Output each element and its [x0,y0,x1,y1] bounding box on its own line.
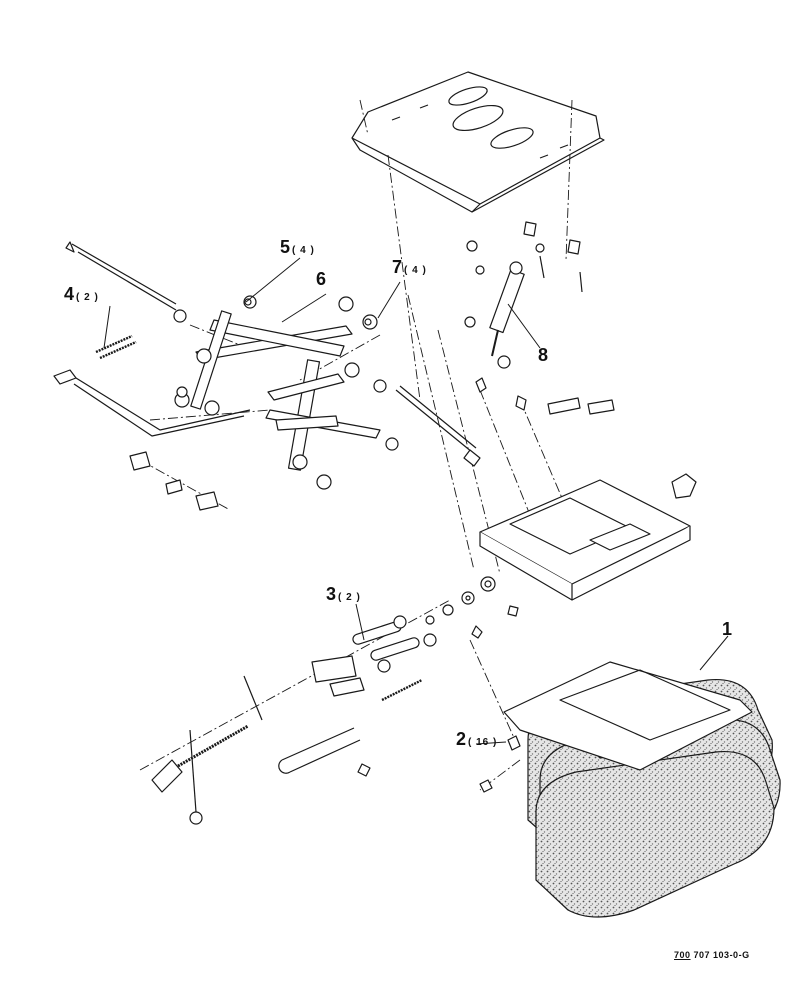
drawing-number-rest: 707 103-0-G [690,950,750,960]
bushings [174,295,399,490]
callout-5: 5( 4 ) [280,237,315,257]
tension-springs-3 [311,615,437,702]
seat-cushion-1 [479,661,781,918]
drawing-number: 700 707 103-0-G [674,950,750,960]
scissor-frame-6 [190,310,381,471]
tension-springs-4 [95,334,137,360]
control-cable [151,675,371,825]
adjustment-rod-lower [53,369,251,437]
mounting-hardware [466,221,615,415]
seat-top-plate [351,71,605,213]
washers [425,576,519,639]
callout-2: 2( 16 ) [456,729,498,749]
callout-4: 4( 2 ) [64,284,99,304]
callout-7: 7( 4 ) [392,257,427,277]
frame-brackets [129,451,219,511]
pivot-rod-center [395,385,481,467]
callout-8: 8 [538,345,549,365]
callout-1: 1 [722,619,733,639]
seat-base-frame [479,473,697,601]
adjustment-rod-upper [65,241,187,323]
gas-spring-8 [464,261,525,369]
callout-leaders [103,257,729,745]
callout-6: 6 [316,269,327,289]
callout-3: 3( 2 ) [326,584,361,604]
drawing-number-prefix: 700 [674,950,691,960]
